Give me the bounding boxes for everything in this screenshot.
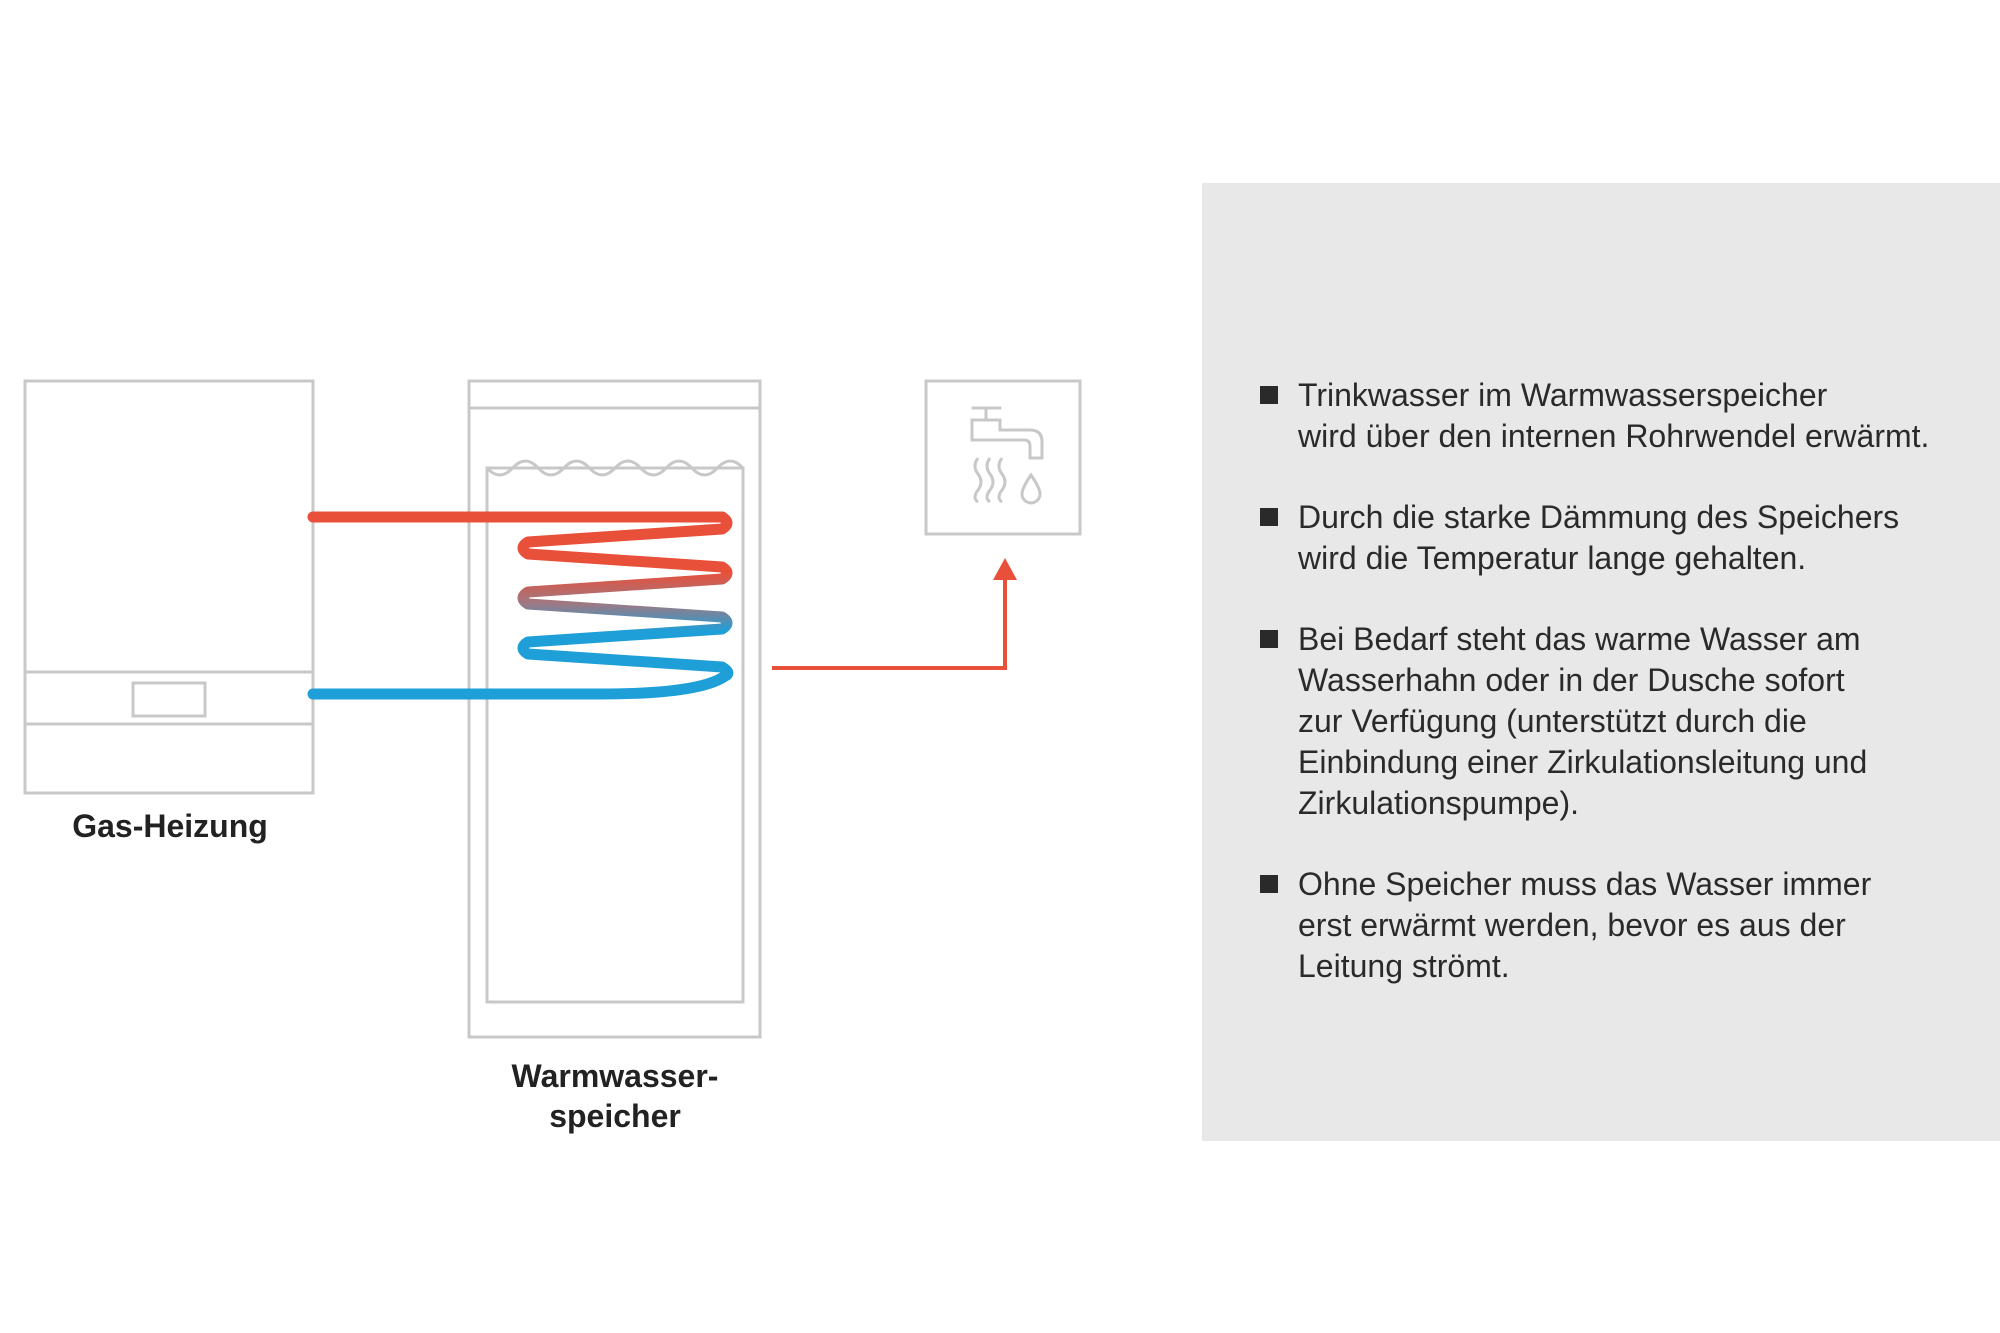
info-bullet-line: Einbindung einer Zirkulationsleitung und (1298, 744, 1868, 780)
info-bullet-line: Wasserhahn oder in der Dusche sofort (1298, 662, 1845, 698)
tank-label: Warmwasser- speicher (460, 1056, 770, 1136)
bullet-square-icon (1260, 875, 1278, 893)
info-bullet-line: Bei Bedarf steht das warme Wasser am (1298, 621, 1861, 657)
gas-heater-display (131, 681, 207, 718)
outlet-pipe (772, 572, 1007, 670)
outlet-arrowhead (993, 558, 1017, 580)
info-bullet-line: Durch die starke Dämmung des Speichers (1298, 499, 1900, 535)
info-bullet-item: Trinkwasser im Warmwasserspeicher wird üb… (1258, 375, 1978, 457)
info-bullet-line: Zirkulationspumpe). (1298, 785, 1579, 821)
heat-exchanger-coil (517, 511, 734, 682)
tap-icon-frame (924, 379, 1082, 536)
gas-heater-label: Gas-Heizung (72, 808, 268, 844)
info-bullet-line: Ohne Speicher muss das Wasser immer (1298, 866, 1872, 902)
info-bullet-line: zur Verfügung (unterstützt durch die (1298, 703, 1807, 739)
tank-water-surface (485, 459, 745, 477)
info-bullet-line: wird über den internen Rohrwendel erwärm… (1298, 418, 1930, 454)
outlet-arrow (772, 558, 1017, 670)
gas-heater (23, 379, 315, 795)
info-bullet-item: Ohne Speicher muss das Wasser immer erst … (1258, 864, 1978, 987)
gas-heater-body (23, 379, 315, 795)
info-bullet-line: Trinkwasser im Warmwasserspeicher (1298, 377, 1828, 413)
bullet-square-icon (1260, 386, 1278, 404)
tank-label-line-1: Warmwasser- (511, 1058, 719, 1094)
info-bullet-line: erst erwärmt werden, bevor es aus der (1298, 907, 1846, 943)
info-bullet-line: Leitung strömt. (1298, 948, 1510, 984)
info-bullet-line: wird die Temperatur lange gehalten. (1298, 540, 1807, 576)
heating-diagram (23, 379, 1082, 1039)
info-bullet-item: Bei Bedarf steht das warme Wasser am Wass… (1258, 619, 1978, 824)
cold-return-pipe (307, 670, 731, 700)
info-bullet-item: Durch die starke Dämmung des Speichers wi… (1258, 497, 1978, 579)
tank-label-line-2: speicher (549, 1098, 681, 1134)
bullet-square-icon (1260, 508, 1278, 526)
hot-water-tank (467, 379, 762, 1039)
water-tap-icon (924, 379, 1082, 536)
bullet-square-icon (1260, 630, 1278, 648)
info-bullet-list: Trinkwasser im Warmwasserspeicher wird üb… (1258, 375, 1978, 1027)
tank-outer (467, 379, 762, 1039)
info-panel: Trinkwasser im Warmwasserspeicher wird üb… (1202, 183, 2000, 1141)
